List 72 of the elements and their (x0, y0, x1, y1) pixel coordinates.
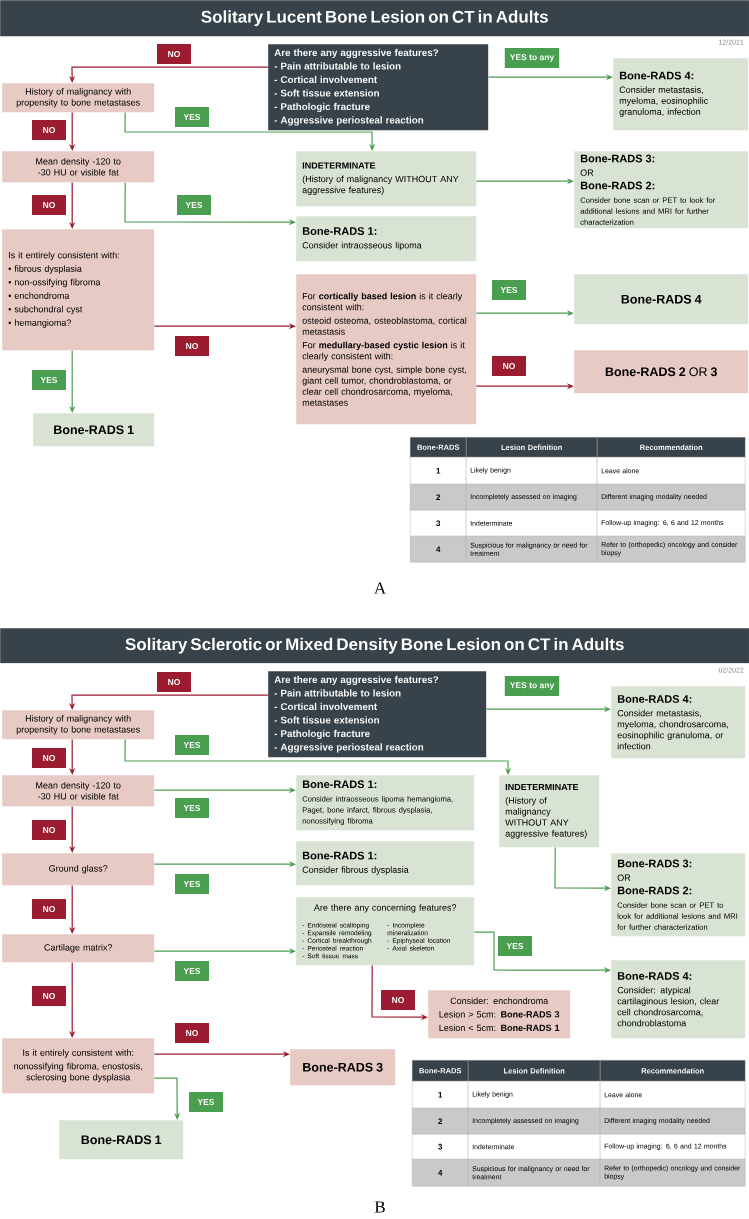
arrow (69, 694, 269, 710)
panel-letter: B (374, 1201, 385, 1213)
edge-label: YES (32, 370, 66, 390)
edge-label: NO (32, 748, 66, 768)
arrow (124, 111, 376, 151)
decision-box: Is it entirely consistent with: nonossifying fibroma, enostosis, sclerosing bone dysplasia (2, 1038, 155, 1094)
arrow (69, 738, 76, 775)
edge-label: YES to any (504, 48, 560, 68)
edge-label: NO (381, 990, 415, 1010)
arrow (69, 349, 76, 413)
edge-label: YES (177, 195, 211, 215)
title-banner: Solitary Lucent Bone Lesion on CT in Adults (0, 0, 749, 37)
arrow (69, 111, 76, 151)
table-cell: 1 (410, 457, 467, 485)
decision-box: Cartilage matrix? (2, 934, 155, 963)
edge-label: NO (175, 336, 209, 356)
decision-box: Consider: enchondroma Lesion > 5cm: Bone-RADS 3 Lesion < 5cm: Bone-RADS 1 (428, 990, 571, 1039)
edge-label: NO (32, 899, 66, 919)
edge-label: YES (175, 107, 209, 127)
arrow (153, 1077, 181, 1120)
decision-box: History of malignancy with propensity to bone metastases (2, 710, 155, 740)
edge-label: NO (492, 356, 526, 376)
edge-label: NO (157, 672, 191, 692)
arrow (124, 738, 512, 775)
edge-label: NO (32, 986, 66, 1006)
result-box: Bone-RADS 1 (59, 1120, 184, 1160)
edge-label: YES (498, 936, 532, 956)
table-cell: 2 (412, 1108, 469, 1135)
result-box: Bone-RADS 1: Consider intraosseous lipoma (296, 216, 477, 262)
title-banner: Solitary Sclerotic or Mixed Density Bone Lesion on CT in Adults (0, 628, 749, 664)
table-cell: 3 (410, 510, 467, 537)
edge-label: NO (157, 44, 191, 64)
edge-label: YES to any (504, 676, 560, 696)
decision-box: For cortically based lesion is it clearly consistent with: osteoid osteoma, osteoblastoma, cortical metastasis For medullary-based cystic lesion is it clearly consistent with: aneurysmal bone cyst, simple bone cyst, giant cell tumor, chondroblastoma, or clear cell chondrosarcoma, myeloma, metastases (296, 274, 477, 425)
result-box: Bone-RADS 4: Consider metastasis, myeloma, chondrosarcoma, eosinophilic granuloma, or infection (611, 686, 746, 759)
question-box: Are there any aggressive features? - Pain attributable to lesion - Cortical involvement - Soft tissue extension - Pathologic fracture - Aggressive periosteal reaction (268, 44, 489, 131)
result-box: INDETERMINATE (History of malignancy WITHOUT ANY aggressive features) (499, 775, 600, 848)
edge-label: NO (32, 195, 66, 215)
result-box: INDETERMINATE (History of malignancy WITHOUT ANY aggressive features) (296, 151, 477, 207)
arrow (69, 181, 76, 229)
table-cell: 2 (410, 484, 467, 511)
table-cell: 4 (412, 1159, 469, 1187)
edge-label: YES (175, 798, 209, 818)
result-box: Bone-RADS 1 (33, 413, 155, 447)
edge-label: NO (175, 1023, 209, 1043)
panel-letter: A (374, 582, 386, 594)
edge-label: NO (32, 120, 66, 140)
arrow (69, 961, 76, 1038)
edge-label: YES (175, 874, 209, 894)
table-cell: 4 (410, 536, 467, 563)
edge-label: YES (175, 735, 209, 755)
table-cell: 3 (412, 1134, 469, 1160)
result-box: Bone-RADS 3 (290, 1049, 396, 1086)
question-box: Are there any aggressive features? - Pain attributable to lesion - Cortical involvement - Soft tissue extension - Pathologic fracture - Aggressive periosteal reaction (268, 671, 487, 758)
decision-box: History of malignancy with propensity to bone metastases (2, 83, 155, 113)
edge-label: YES (492, 280, 526, 300)
result-box: Bone-RADS 1: Consider fibrous dysplasia (296, 841, 475, 886)
arrow (69, 805, 76, 853)
edge-label: YES (189, 1092, 223, 1112)
arrow (69, 884, 76, 934)
result-box: Bone-RADS 4 (574, 274, 749, 325)
result-box: Bone-RADS 4: Consider: atypical cartilaginous lesion, clear cell chondrosarcoma, chondroblastoma (611, 960, 746, 1039)
edge-label: YES (175, 961, 209, 981)
result-box: Bone-RADS 4: Consider metastasis, myeloma, eosinophilic granuloma, infection (613, 58, 749, 131)
decision-box: Is it entirely consistent with: • fibrous dysplasia • non-ossifying fibroma • enchondroma • subchondral cyst • hemangioma? (2, 229, 155, 351)
table-cell: 1 (412, 1081, 469, 1109)
arrow (69, 66, 269, 83)
decision-box: Ground glass? (2, 853, 155, 886)
decision-box: Mean density -120 to -30 HU or visible fat (2, 151, 155, 183)
edge-label: NO (32, 820, 66, 840)
result-box: Bone-RADS 2 OR 3 (574, 350, 749, 394)
decision-box: Mean density -120 to -30 HU or visible fat (2, 775, 155, 807)
